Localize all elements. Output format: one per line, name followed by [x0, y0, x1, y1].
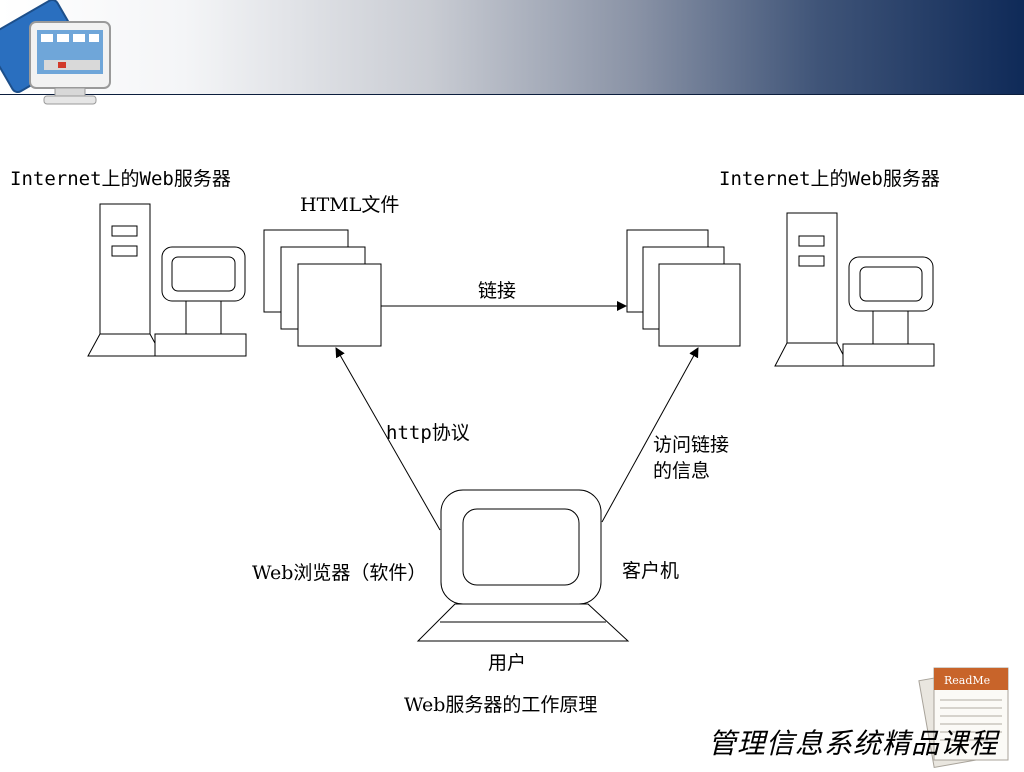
server-computer-left-icon	[87, 203, 247, 357]
user-label: 用户	[488, 652, 527, 674]
visit-info-label-line1: 访问链接	[653, 434, 730, 456]
footer-course-title: 管理信息系统精品课程	[708, 727, 999, 760]
html-files-label: HTML文件	[300, 194, 400, 216]
http-protocol-label: http协议	[386, 422, 470, 444]
readme-text: ReadMe	[944, 674, 990, 687]
http-protocol-arrow	[335, 347, 441, 531]
readme-document-icon: ReadMe	[918, 660, 1024, 772]
browser-label: Web浏览器（软件）	[252, 562, 427, 584]
header-banner	[0, 0, 1024, 95]
html-files-right-icon	[626, 229, 741, 347]
visit-info-label-line2: 的信息	[653, 460, 711, 482]
server-right-label: Internet上的Web服务器	[719, 168, 940, 190]
html-files-left-icon	[263, 229, 382, 347]
server-computer-right-icon	[774, 212, 935, 367]
monitor-logo-icon	[0, 0, 120, 116]
link-label: 链接	[478, 280, 517, 302]
diagram-caption: Web服务器的工作原理	[404, 694, 598, 716]
client-computer-icon	[416, 489, 630, 642]
server-left-label: Internet上的Web服务器	[10, 168, 231, 190]
visit-info-arrow	[601, 347, 699, 523]
client-label: 客户机	[622, 560, 680, 582]
